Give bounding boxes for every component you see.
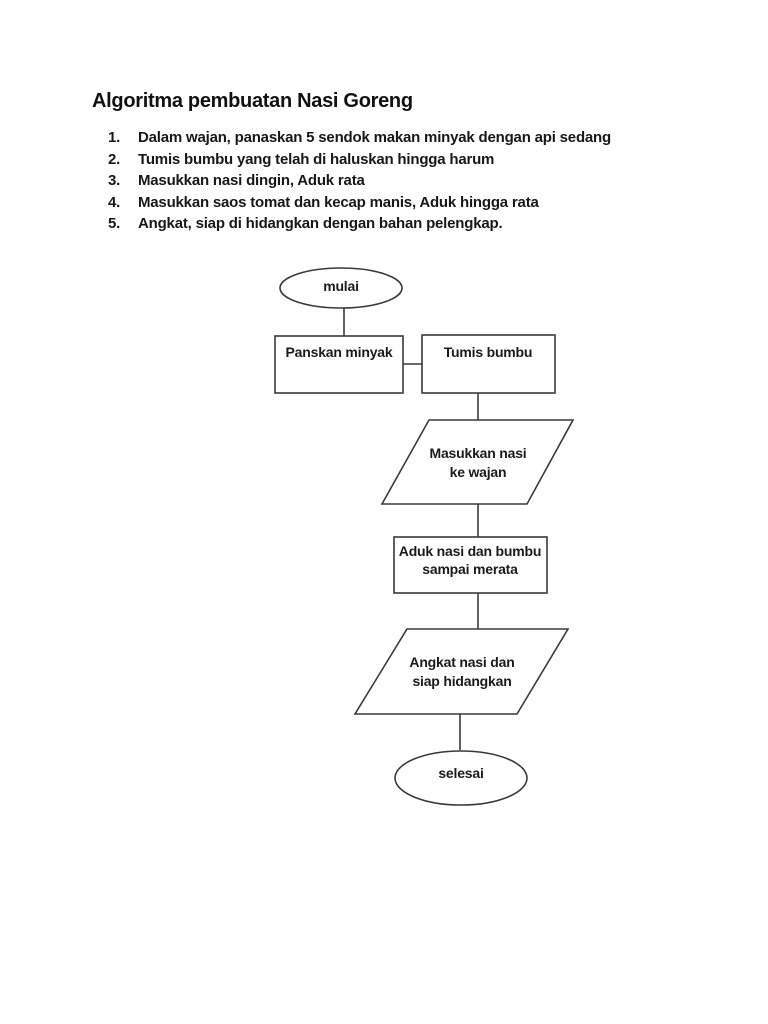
io-masukkan-label-line2: ke wajan	[450, 464, 507, 480]
terminator-end-shape	[394, 750, 528, 806]
list-item-number: 2.	[108, 150, 121, 168]
terminator-end-label: selesai	[438, 765, 483, 781]
io-angkat-label-line2: siap hidangkan	[412, 673, 511, 689]
list-item: 3. Masukkan nasi dingin, Aduk rata	[108, 170, 611, 192]
list-item-text: Masukkan nasi dingin, Aduk rata	[138, 172, 365, 190]
io-masukkan-label-line1: Masukkan nasi	[430, 445, 527, 461]
list-item-number: 5.	[108, 215, 121, 233]
process-panaskan-label: Panskan minyak	[286, 344, 393, 360]
process-aduk-label-line2: sampai merata	[422, 561, 518, 577]
io-angkat-shape	[353, 628, 570, 715]
document-title: Algoritma pembuatan Nasi Goreng	[92, 90, 413, 112]
process-aduk-shape	[393, 536, 548, 594]
process-tumis-shape	[421, 334, 556, 394]
process-tumis-label: Tumis bumbu	[444, 344, 533, 360]
list-item-text: Tumis bumbu yang telah di haluskan hingg…	[138, 150, 495, 168]
io-angkat-label-line1: Angkat nasi dan	[409, 654, 514, 670]
list-item: 4. Masukkan saos tomat dan kecap manis, …	[108, 192, 611, 214]
process-panaskan-shape	[274, 335, 404, 394]
io-masukkan-shape	[380, 419, 575, 505]
list-item-text: Masukkan saos tomat dan kecap manis, Adu…	[138, 193, 539, 211]
list-item-number: 3.	[108, 172, 121, 190]
list-item: 1. Dalam wajan, panaskan 5 sendok makan …	[108, 127, 611, 149]
list-item: 5. Angkat, siap di hidangkan dengan baha…	[108, 213, 611, 235]
list-item-number: 1.	[108, 129, 121, 146]
terminator-start-label: mulai	[323, 278, 359, 294]
list-item-text: Angkat, siap di hidangkan dengan bahan p…	[138, 215, 503, 233]
process-aduk-label-line1: Aduk nasi dan bumbu	[399, 543, 541, 559]
list-item-text: Dalam wajan, panaskan 5 sendok makan min…	[138, 129, 611, 146]
list-item-number: 4.	[108, 193, 121, 211]
steps-list: 1. Dalam wajan, panaskan 5 sendok makan …	[108, 127, 611, 235]
list-item: 2. Tumis bumbu yang telah di haluskan hi…	[108, 149, 611, 171]
terminator-start-shape	[279, 267, 403, 309]
